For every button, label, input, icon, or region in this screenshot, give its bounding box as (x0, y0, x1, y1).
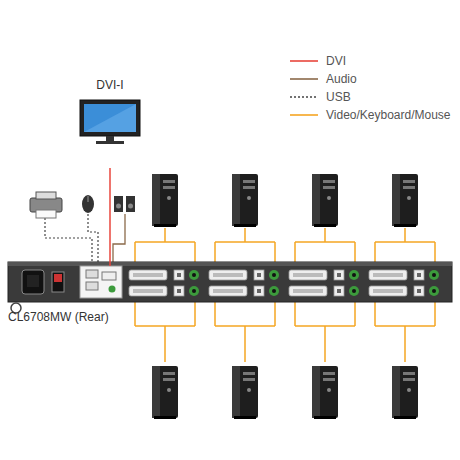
dvi-cable (109, 168, 111, 266)
device-node: CL6708MW (Rear) (8, 262, 452, 324)
legend-sample (290, 92, 318, 102)
node-label: CL6708MW (Rear) (8, 310, 109, 324)
legend-row: USB (290, 88, 451, 106)
legend-text: DVI (326, 54, 346, 68)
legend-row: DVI (290, 52, 451, 70)
legend-row: Audio (290, 70, 451, 88)
legend-text: USB (326, 90, 351, 104)
legend: DVI AudioUSB Video/Keyboard/Mouse (290, 52, 451, 124)
legend-line (290, 78, 318, 80)
legend-text: Audio (326, 72, 357, 86)
monitor-node: DVI-I (76, 78, 144, 168)
legend-sample (290, 74, 318, 84)
legend-line (290, 60, 318, 62)
legend-text: Video/Keyboard/Mouse (326, 108, 451, 122)
legend-sample (290, 56, 318, 66)
legend-row: Video/Keyboard/Mouse (290, 106, 451, 124)
node-label: DVI-I (96, 78, 123, 92)
legend-line (290, 96, 318, 98)
legend-line (290, 114, 318, 116)
legend-sample (290, 110, 318, 120)
